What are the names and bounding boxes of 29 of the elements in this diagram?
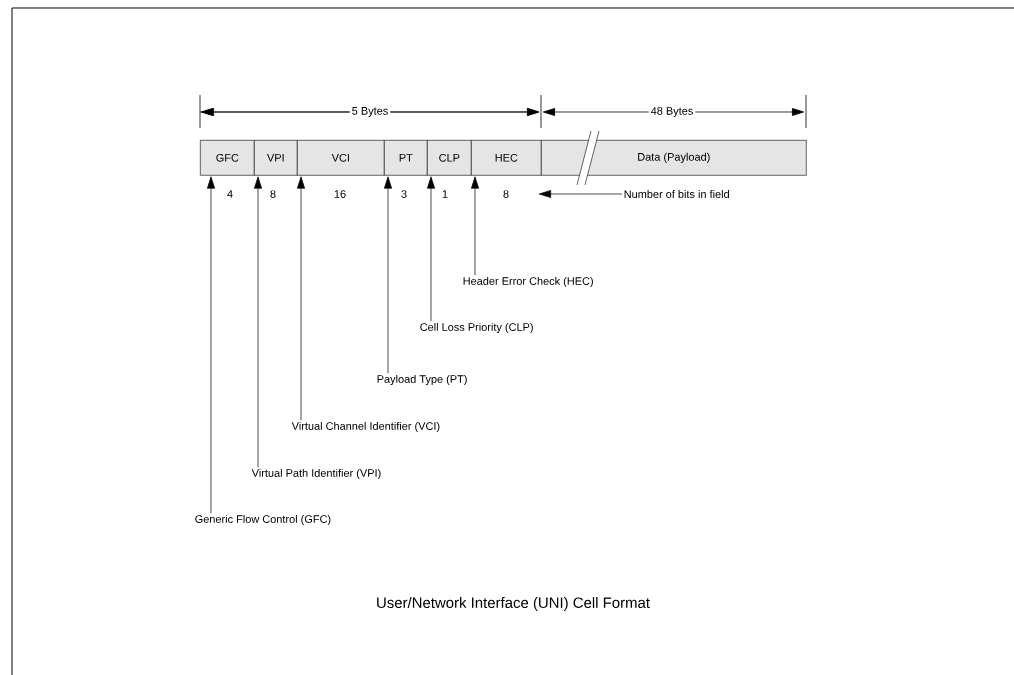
caption: User/Network Interface (UNI) Cell Format [377,597,650,611]
leader-arrow [207,176,215,514]
bit-count: 16 [334,190,346,198]
bit-count: 8 [270,190,276,198]
dimension-label: 48 Bytes [648,105,696,119]
bit-count: 4 [227,190,233,198]
leader-arrow [254,176,262,468]
bit-count: 1 [442,190,448,198]
field-description: Payload Type (PT) [377,374,467,386]
field-description: Virtual Channel Identifier (VCI) [291,421,440,433]
bit-count: 8 [503,190,509,198]
leader-arrow [427,176,435,322]
leader-arrow [297,176,305,421]
dimension-label: 5 Bytes [349,105,391,119]
payload-field: Data (Payload) [541,130,807,186]
header-field: CLP [427,140,472,176]
field-description: Number of bits in field [624,190,729,198]
field-description: Generic Flow Control (GFC) [195,514,331,526]
header-field: GFC [200,140,255,176]
header-field: PT [384,140,428,176]
header-field: HEC [471,140,542,176]
field-description: Cell Loss Priority (CLP) [420,322,533,334]
leader-arrow [384,176,392,374]
bit-count: 3 [401,190,407,198]
field-description: Header Error Check (HEC) [463,276,593,288]
pointer-arrow [538,190,623,198]
leader-arrow [471,176,479,276]
header-field: VPI [254,140,298,176]
field-description: Virtual Path Identifier (VPI) [251,468,381,480]
